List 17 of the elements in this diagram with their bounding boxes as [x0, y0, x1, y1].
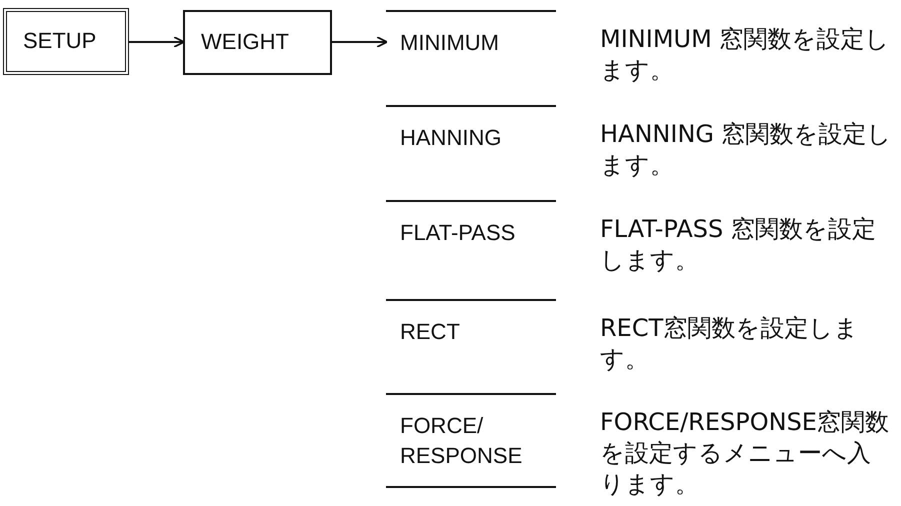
description-text: MINIMUM 窓関数を設定します。 [600, 24, 890, 86]
menu-label: WEIGHT [201, 28, 290, 56]
menu-key-box [3, 8, 129, 75]
description-text: FORCE/RESPONSE窓関数を設定するメニューへ入ります。 [600, 407, 890, 500]
description-text: FLAT-PASS 窓関数を設定します。 [600, 214, 877, 276]
arrow [129, 36, 185, 48]
menu-item-band [386, 393, 556, 488]
menu-key-box [183, 10, 332, 75]
menu-label: MINIMUM [400, 29, 500, 57]
description-text: HANNING 窓関数を設定します。 [600, 119, 893, 181]
menu-label: RECT [400, 318, 461, 346]
description-text: RECT窓関数を設定します。 [600, 313, 860, 375]
menu-label: FLAT-PASS [400, 219, 516, 247]
menu-label: FORCE/ RESPONSE [400, 412, 520, 470]
arrow [332, 36, 388, 48]
menu-label: HANNING [400, 124, 502, 152]
menu-label: SETUP [23, 27, 98, 55]
